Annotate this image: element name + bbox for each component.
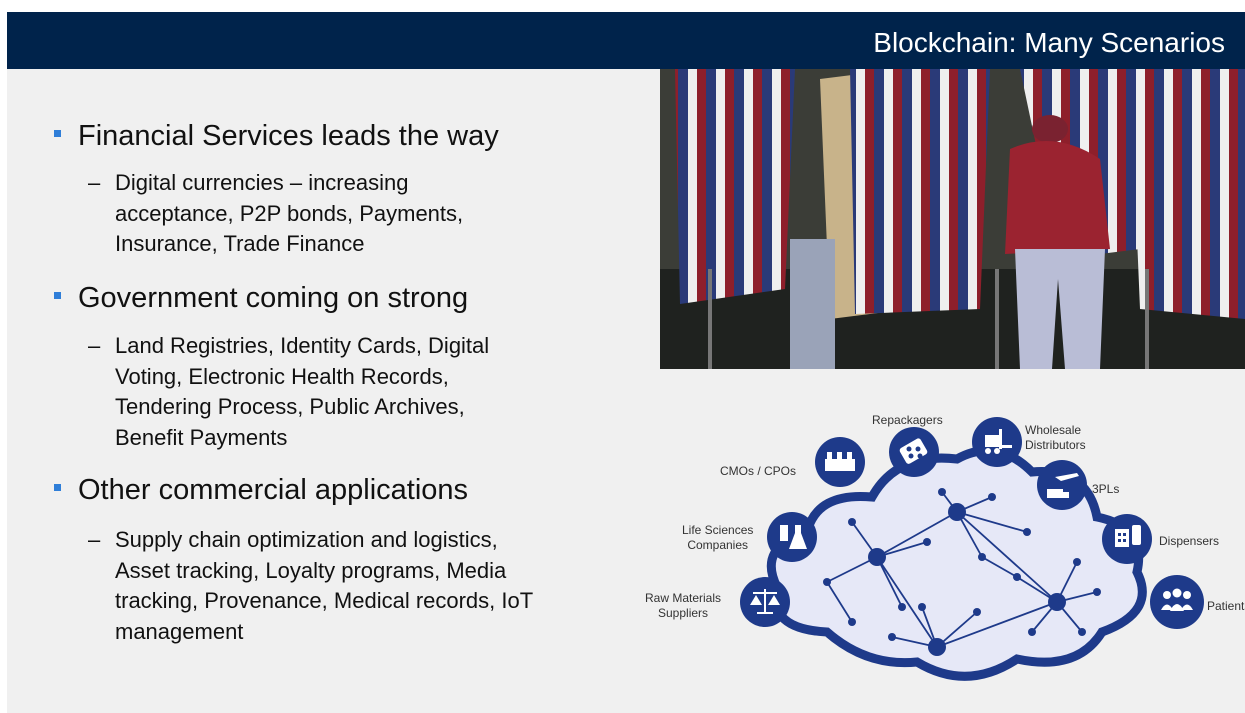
title-bar: Blockchain: Many Scenarios	[7, 12, 1245, 69]
factory-icon	[815, 437, 865, 487]
plane-truck-icon	[1037, 460, 1087, 510]
3pls-label: 3PLs	[1092, 482, 1120, 496]
wholesale-distributors-label: Wholesale Distributors	[1025, 423, 1086, 452]
slide-title: Blockchain: Many Scenarios	[873, 27, 1225, 58]
voting-booth-photo	[660, 69, 1245, 369]
bullet-heading: Other commercial applications	[78, 474, 469, 506]
supply-chain-diagram: Repackagers Wholesale Distributors CMOs …	[637, 397, 1245, 697]
dash: –	[88, 170, 101, 195]
scales-icon	[740, 577, 790, 627]
sub-bullet-text: Supply chain optimization and logistics,…	[115, 527, 534, 644]
sub-bullet-text: Land Registries, Identity Cards, Digital…	[115, 333, 490, 450]
patients-label: Patients	[1207, 599, 1245, 613]
dispensers-label: Dispensers	[1159, 534, 1220, 548]
square-bullet-icon	[54, 130, 61, 137]
forklift-icon	[972, 417, 1022, 467]
bullet-heading: Financial Services leads the way	[78, 120, 499, 152]
slide: Blockchain: Many Scenarios Financial Ser…	[7, 12, 1245, 713]
lab-flask-icon	[767, 512, 817, 562]
repackagers-label: Repackagers	[872, 413, 943, 427]
square-bullet-icon	[54, 484, 61, 491]
raw-materials-suppliers-label: Raw Materials Suppliers	[645, 591, 722, 620]
pill-pack-icon	[889, 427, 939, 477]
square-bullet-icon	[54, 292, 61, 299]
people-icon	[1150, 575, 1204, 629]
bullet-heading: Government coming on strong	[78, 282, 469, 314]
sub-bullet-text: Digital currencies – increasing acceptan…	[115, 170, 464, 256]
dash: –	[88, 527, 101, 552]
life-sciences-companies-label: Life Sciences Companies	[682, 523, 754, 552]
pharmacy-icon	[1102, 514, 1152, 564]
cmos-cpos-label: CMOs / CPOs	[720, 464, 797, 478]
dash: –	[88, 333, 101, 358]
